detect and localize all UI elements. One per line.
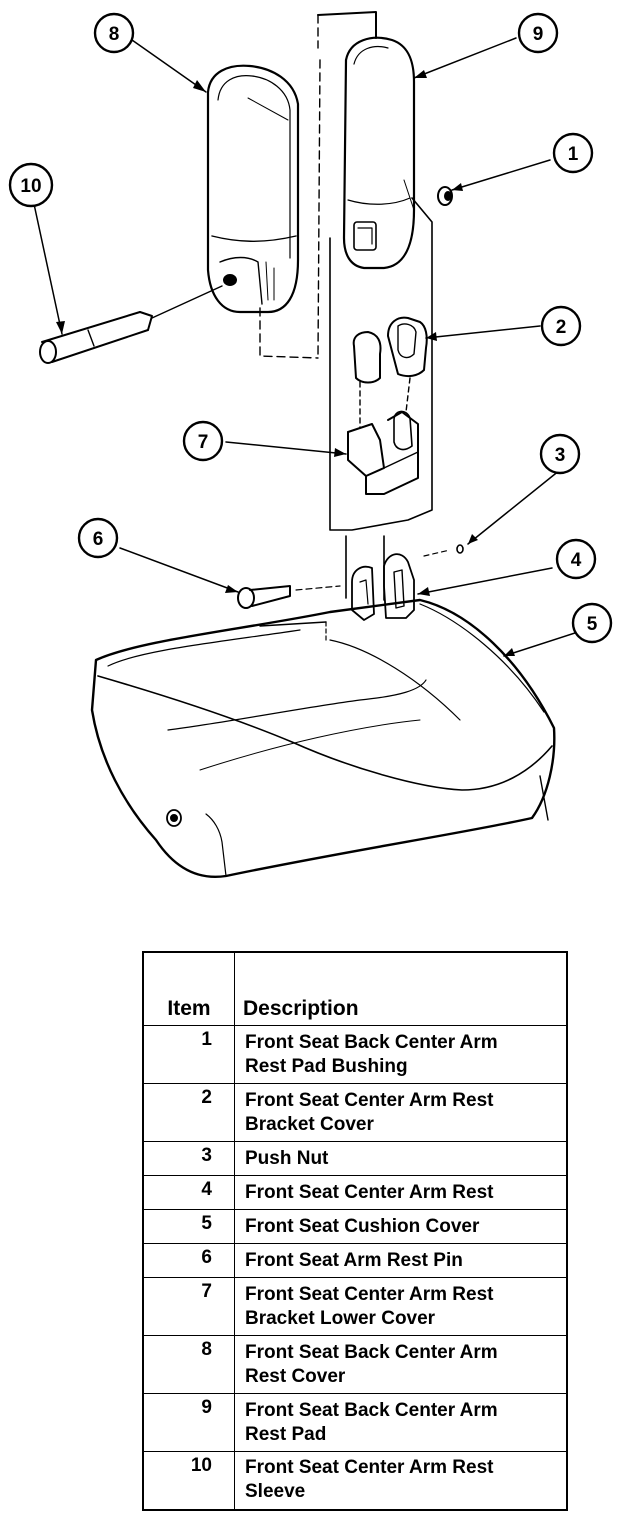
svg-text:9: 9 [533,24,544,45]
svg-text:6: 6 [93,529,104,550]
item-number: 8 [142,1335,235,1394]
svg-text:7: 7 [198,432,209,453]
table-header-row: Item Description [142,951,568,1026]
part-6-pin [237,585,291,609]
callout-1: 1 [552,132,594,174]
table-row: 4 Front Seat Center Arm Rest [142,1175,568,1210]
part-10-sleeve [39,311,153,364]
callout-8: 8 [93,12,135,54]
item-description: Front Seat Arm Rest Pin [234,1243,568,1278]
item-number: 2 [142,1083,235,1142]
item-number: 9 [142,1393,235,1452]
callout-9: 9 [517,12,559,54]
table-row: 6 Front Seat Arm Rest Pin [142,1243,568,1278]
callout-4: 4 [555,538,597,580]
item-number: 10 [142,1451,235,1510]
item-description: Front Seat Center Arm Rest [234,1175,568,1210]
part-5-seat-cushion [90,598,556,878]
item-number: 5 [142,1209,235,1244]
part-1-bushing [437,186,453,206]
part-3-push-nut [456,544,464,554]
item-number: 7 [142,1277,235,1336]
svg-text:3: 3 [555,445,566,466]
part-9-arm-rest-pad [342,36,416,270]
part-7-lower-cover [347,410,419,495]
svg-text:10: 10 [20,176,41,197]
callouts: 8 9 1 10 2 7 3 6 4 5 [8,12,613,644]
exploded-view-diagram: 8 9 1 10 2 7 3 6 4 5 [8,11,613,878]
item-number: 4 [142,1175,235,1210]
callout-5: 5 [571,602,613,644]
callout-7: 7 [182,420,224,462]
item-column-header: Item [142,951,235,1026]
item-number: 3 [142,1141,235,1176]
svg-text:2: 2 [556,317,567,338]
item-number: 6 [142,1243,235,1278]
leader-lines [33,37,579,657]
description-column-header: Description [234,951,568,1026]
leader-arrowheads [56,70,515,656]
svg-text:8: 8 [109,24,120,45]
part-8-arm-rest-cover [206,64,300,314]
callout-3: 3 [539,433,581,475]
callout-2: 2 [540,305,582,347]
seat-back-panel [259,11,433,531]
item-number: 1 [142,1025,235,1084]
table-row: 3 Push Nut [142,1141,568,1176]
part-4-arm-rest-bracket [345,535,415,621]
part-2-bracket-cover [352,316,428,384]
table-row: 5 Front Seat Cushion Cover [142,1209,568,1244]
item-description: Push Nut [234,1141,568,1176]
svg-text:1: 1 [568,144,579,165]
svg-text:5: 5 [587,614,598,635]
callout-6: 6 [77,517,119,559]
svg-text:4: 4 [571,550,582,571]
parts-table: Item Description 1 Front Seat Back Cente… [142,951,568,1511]
item-description: Front Seat Cushion Cover [234,1209,568,1244]
callout-10: 10 [8,162,54,208]
